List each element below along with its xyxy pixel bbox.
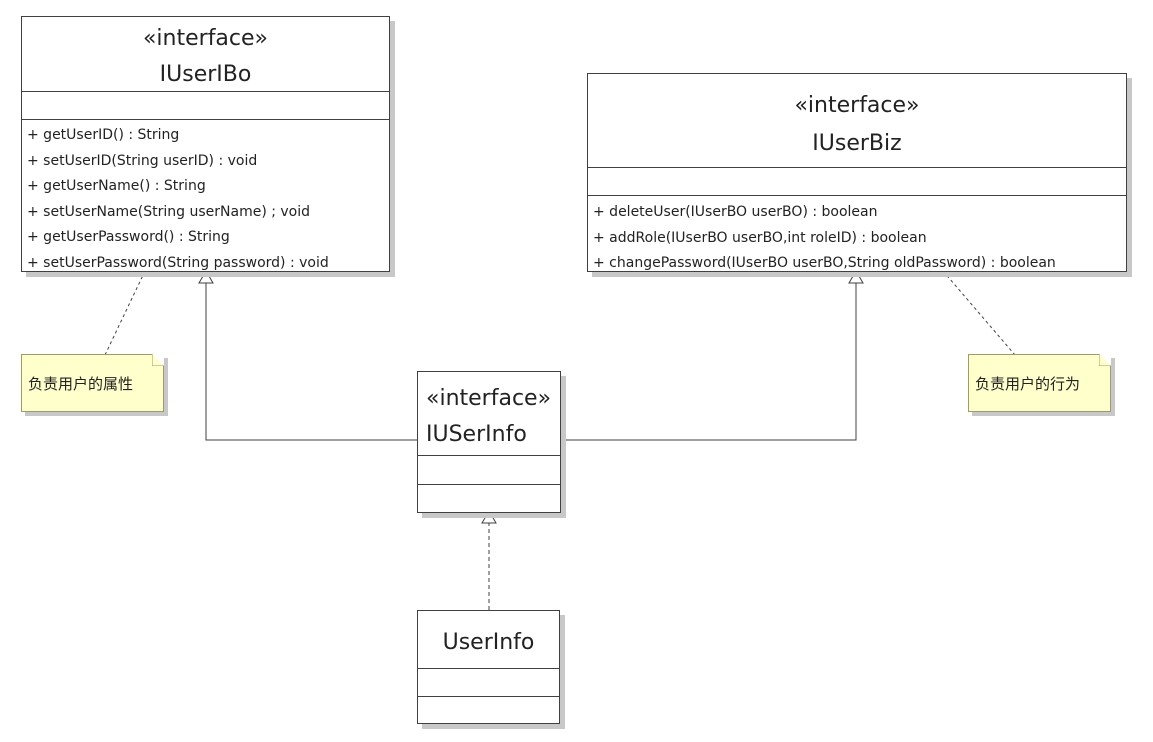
operation: + getUserID() : String — [27, 127, 180, 143]
realization-arrowhead — [481, 510, 497, 524]
class-iuserbo-name: IUserIBo — [159, 62, 252, 87]
note-anchor-right — [942, 270, 1016, 356]
note-left[interactable]: 负责用户的属性 — [21, 354, 164, 412]
generalization-arrowhead-iuserbiz — [848, 270, 864, 284]
class-iuserbiz-name: IUserBiz — [812, 131, 902, 156]
operation: + deleteUser(IUserBO userBO) : boolean — [593, 204, 878, 220]
class-userinfo-attributes — [418, 668, 559, 696]
class-iuserinfo-header: «interface» IUSerInfo — [418, 372, 560, 455]
class-userinfo[interactable]: UserInfo — [417, 610, 560, 724]
note-anchor-left — [104, 270, 146, 356]
class-userinfo-operations — [418, 696, 559, 723]
class-iuserbo[interactable]: «interface» IUserIBo + getUserID() : Str… — [21, 16, 390, 272]
note-right[interactable]: 负责用户的行为 — [968, 354, 1111, 412]
class-iuserbo-operations: + getUserID() : String + setUserID(Strin… — [22, 119, 389, 276]
note-right-text: 负责用户的行为 — [975, 374, 1081, 393]
operation: + setUserID(String userID) : void — [27, 152, 258, 169]
class-iuserinfo-name: IUSerInfo — [426, 422, 527, 447]
class-iuserbo-header: «interface» IUserIBo — [22, 17, 389, 91]
class-iuserinfo-operations — [418, 484, 560, 512]
note-left-text: 负责用户的属性 — [28, 374, 134, 393]
class-iuserbiz-attributes — [588, 167, 1126, 195]
operation: + getUserName() : String — [27, 178, 206, 194]
class-iuserbiz[interactable]: «interface» IUserBiz + deleteUser(IUserB… — [587, 73, 1127, 272]
class-iuserinfo[interactable]: «interface» IUSerInfo — [417, 371, 561, 513]
generalization-line-iuserbo — [205, 283, 418, 441]
class-iuserbiz-operations: + deleteUser(IUserBO userBO) : boolean +… — [588, 195, 1126, 277]
generalization-line-iuserbiz — [560, 283, 857, 441]
class-iuserbiz-stereotype: «interface» — [794, 93, 920, 118]
generalization-arrowhead-iuserbo — [198, 270, 214, 284]
note-fold-icon — [152, 354, 164, 366]
operation: + setUserName(String userName) ; void — [27, 203, 311, 220]
class-iuserbiz-header: «interface» IUserBiz — [588, 74, 1126, 167]
class-userinfo-name: UserInfo — [442, 630, 535, 655]
class-iuserinfo-stereotype: «interface» — [426, 386, 552, 411]
class-iuserbo-attributes — [22, 91, 389, 119]
operation: + getUserPassword() : String — [27, 229, 230, 245]
operation: + addRole(IUserBO userBO,int roleID) : b… — [593, 229, 927, 246]
class-iuserbo-stereotype: «interface» — [142, 26, 269, 51]
note-fold-icon — [1099, 354, 1111, 366]
class-iuserinfo-attributes — [418, 455, 560, 484]
class-userinfo-header: UserInfo — [418, 611, 559, 668]
operation: + setUserPassword(String password) : voi… — [27, 254, 329, 271]
operation: + changePassword(IUserBO userBO,String o… — [593, 255, 1056, 271]
